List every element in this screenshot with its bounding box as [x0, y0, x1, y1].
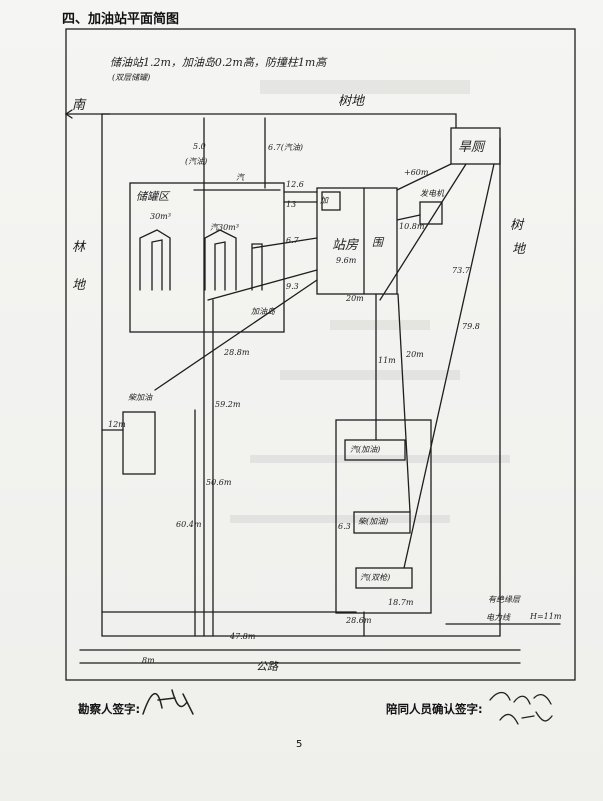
distance-47-8: 47.8m: [230, 632, 256, 641]
island-arrow-label: 柴加油: [128, 393, 152, 402]
distance-28-6: 28.6m: [346, 616, 372, 625]
tank-volume: 30m³: [150, 212, 171, 221]
companion-signature: [489, 691, 553, 725]
station-building-outline: [316, 187, 398, 295]
distance-11m: 11m: [378, 356, 396, 365]
distance-59-2: 59.2m: [215, 400, 241, 409]
tank-area-outline: [129, 182, 285, 333]
distance-12-6: 12.6: [286, 180, 304, 189]
tank-label: 汽30m³: [210, 223, 239, 232]
generator-outline: [419, 201, 443, 225]
show-through-mark: [260, 80, 470, 94]
surveyor-signature-label: 勘察人签字:: [78, 702, 141, 716]
companion-signature-label: 陪同人员确认签字:: [386, 702, 483, 716]
power-line-label-2: 电力线: [486, 613, 510, 622]
south-label: 南: [72, 98, 86, 113]
distance-9-3: 9.3: [286, 282, 299, 291]
west-forest-label-2: 地: [72, 278, 86, 293]
distance-10-8: 10.8m: [399, 222, 425, 231]
show-through-mark: [330, 320, 430, 330]
show-through-mark: [250, 455, 510, 463]
building-dimension: 9.6m: [336, 256, 357, 265]
distance-6-7: 6.7: [286, 236, 299, 245]
pump-dual: 汽(双枪): [360, 573, 391, 582]
distance-79-8: 79.8: [462, 322, 480, 331]
diagram-frame: [65, 28, 576, 681]
station-building-label: 站房: [332, 238, 359, 253]
distance-6-3: 6.3: [338, 522, 351, 531]
show-through-mark: [230, 515, 450, 523]
show-through-mark: [280, 370, 460, 380]
distance-50-6: 50.6m: [206, 478, 232, 487]
top-note-tanks: (双层储罐): [112, 73, 151, 82]
top-note: 储油站1.2m，加油岛0.2m高，防撞柱1m高: [110, 56, 327, 69]
east-trees-label-2: 地: [512, 242, 526, 257]
generator-label: 发电机: [420, 189, 444, 198]
distance-18-7: 18.7m: [388, 598, 414, 607]
distance-20m-a: 20m: [346, 294, 364, 303]
section-title: 四、加油站平面简图: [62, 12, 180, 27]
pump-gas: 汽(加油): [350, 445, 381, 454]
fuel-island-outline: [335, 419, 432, 614]
power-line-label-3: H=11m: [530, 612, 562, 621]
power-line-label-1: 有绝缘层: [488, 595, 520, 604]
distance-12m: 12m: [108, 420, 126, 429]
distance-60-4: 60.4m: [176, 520, 202, 529]
fuel-island-label: 加油岛: [251, 307, 275, 316]
toilet-label: 旱厕: [458, 140, 485, 155]
road-label: 公路: [256, 660, 278, 673]
west-forest-label-1: 林: [72, 240, 86, 255]
toilet-outline: [450, 127, 501, 165]
distance-20m-b: 20m: [406, 350, 424, 359]
pump-diesel: 柴(加油): [358, 517, 389, 526]
distance-13: 13: [286, 200, 297, 209]
tank-zone-abbr: 汽: [236, 173, 244, 182]
tank-area-label: 储罐区: [136, 190, 169, 203]
surveyor-signature: [142, 689, 194, 715]
distance-28-8: 28.8m: [224, 348, 250, 357]
north-trees-label: 树地: [338, 94, 365, 109]
page-number: 5: [296, 739, 303, 750]
distance-6-7-note: 6.7(汽油): [268, 143, 303, 152]
pump-mark: 加: [320, 196, 328, 205]
distance-8m: 8m: [142, 656, 155, 665]
wall-symbol: 围: [372, 236, 383, 249]
distance-5-0-note: (汽油): [185, 157, 208, 166]
east-trees-label-1: 树: [510, 218, 524, 233]
distance-73-7: 73.7: [452, 266, 470, 275]
distance-5-0: 5.0: [193, 142, 206, 151]
distance-60m: +60m: [404, 168, 429, 177]
